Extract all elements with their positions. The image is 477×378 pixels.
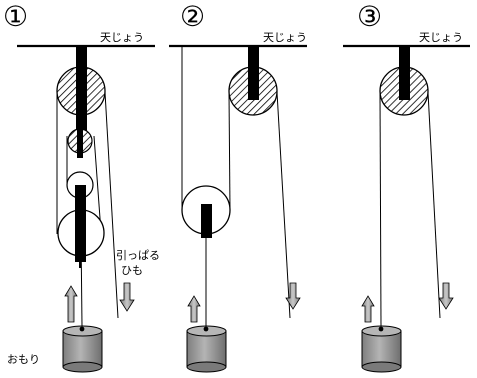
panel-3-number: ③ bbox=[357, 0, 382, 33]
rope bbox=[228, 91, 231, 212]
weight-label: おもり bbox=[7, 353, 40, 366]
rope bbox=[427, 91, 441, 319]
panel-2-number: ② bbox=[180, 0, 205, 33]
rope bbox=[104, 91, 119, 319]
panel-1: ① 天じょう 引っぱる ひも bbox=[3, 0, 160, 373]
pulley-bracket bbox=[248, 46, 259, 100]
panel-2-ceiling-label: 天じょう bbox=[263, 31, 307, 44]
panel-2: ② 天じょう bbox=[169, 0, 307, 373]
pulley-bracket bbox=[76, 46, 87, 146]
down-arrow bbox=[285, 282, 301, 310]
panel-3-ceiling-label: 天じょう bbox=[419, 31, 463, 44]
up-arrow bbox=[361, 295, 375, 323]
rope bbox=[276, 91, 291, 319]
panel-1-number: ① bbox=[3, 0, 28, 33]
pulley-bracket bbox=[201, 204, 212, 238]
pull-rope-label-line2: ひも bbox=[121, 264, 143, 277]
weight bbox=[361, 325, 402, 373]
down-arrow bbox=[438, 282, 454, 310]
rope bbox=[93, 135, 102, 233]
up-arrow bbox=[187, 295, 201, 323]
pulley-bracket bbox=[399, 46, 410, 100]
pulley-bracket bbox=[77, 128, 83, 158]
panel-1-ceiling-label: 天じょう bbox=[100, 31, 144, 44]
weight bbox=[62, 325, 103, 373]
down-arrow bbox=[119, 282, 135, 312]
up-arrow bbox=[64, 285, 78, 323]
pulley-bracket bbox=[75, 185, 86, 262]
pull-rope-label-line1: 引っぱる bbox=[116, 248, 160, 262]
rope bbox=[379, 91, 382, 327]
weight bbox=[186, 325, 227, 373]
panel-3: ③ 天じょう bbox=[343, 0, 470, 373]
